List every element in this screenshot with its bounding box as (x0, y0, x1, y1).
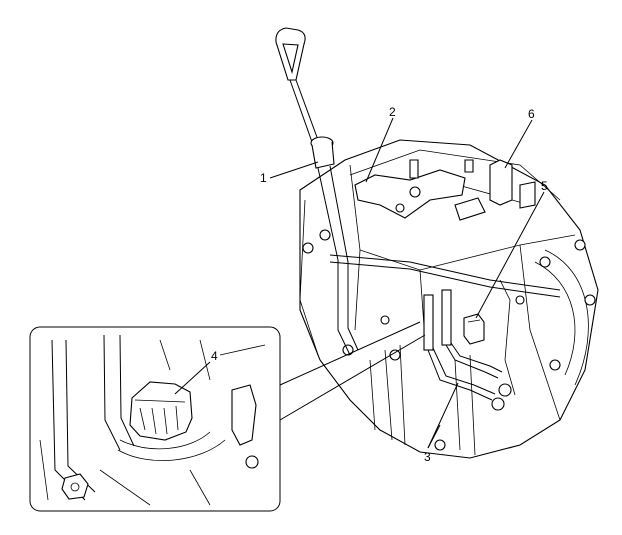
oil-dipstick (275, 27, 359, 356)
callout-3: 3 (424, 450, 431, 464)
callout-1: 1 (260, 171, 267, 185)
detail-inset (29, 321, 426, 512)
callout-6: 6 (528, 107, 535, 121)
oil-cooler-hoses (423, 289, 505, 411)
callout-4: 4 (211, 349, 218, 363)
callout-5: 5 (541, 179, 548, 193)
leader-lines (174, 117, 545, 449)
sensor-connector (463, 313, 485, 345)
callout-2: 2 (389, 105, 396, 119)
